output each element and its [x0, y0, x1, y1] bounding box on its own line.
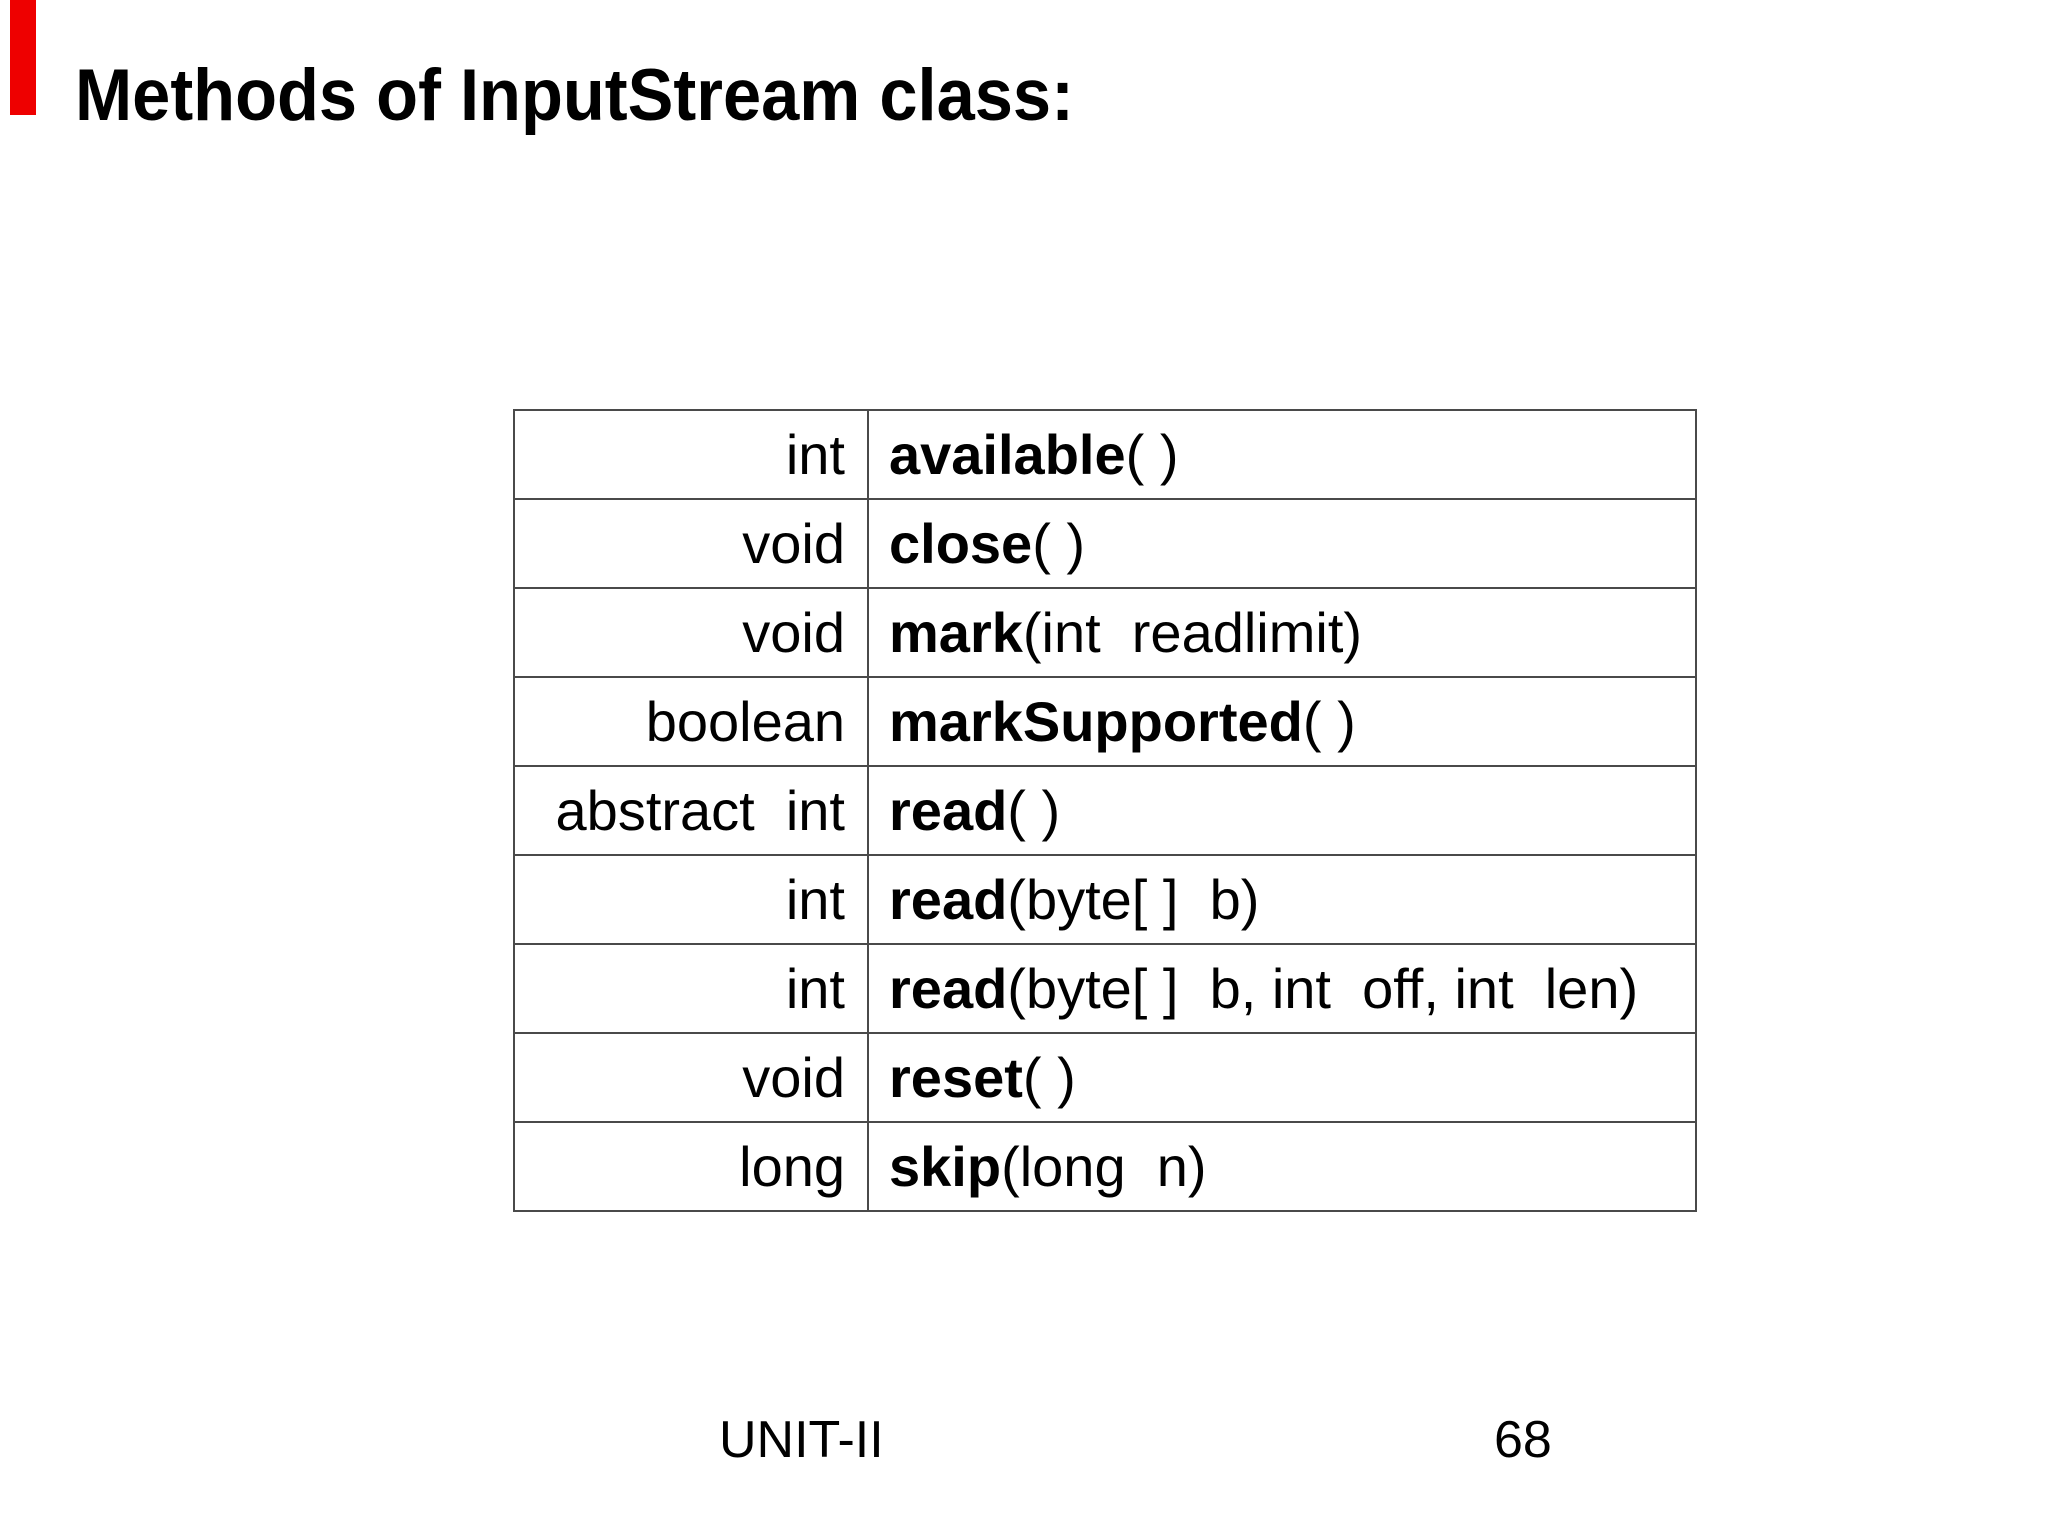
method-name: skip: [889, 1134, 1002, 1198]
method-params: (int readlimit): [1022, 600, 1363, 664]
return-type-cell: boolean: [513, 676, 869, 767]
method-name: reset: [889, 1045, 1023, 1109]
method-name: read: [889, 867, 1008, 931]
return-type-cell: int: [513, 943, 869, 1034]
footer-page-number: 68: [1494, 1411, 1552, 1469]
method-name: close: [889, 511, 1033, 575]
method-params: (long n): [1001, 1134, 1207, 1198]
method-params: (byte[ ] b): [1007, 867, 1260, 931]
return-type-cell: int: [513, 854, 869, 945]
method-params: (byte[ ] b, int off, int len): [1007, 956, 1639, 1020]
return-type-cell: int: [513, 409, 869, 500]
page-title: Methods of InputStream class:: [75, 55, 1074, 136]
method-signature-cell: read(byte[ ] b, int off, int len): [867, 943, 1697, 1034]
method-name: read: [889, 778, 1008, 842]
method-signature-cell: mark(int readlimit): [867, 587, 1697, 678]
method-params: ( ): [1007, 778, 1061, 842]
return-type-cell: void: [513, 1032, 869, 1123]
method-name: markSupported: [889, 689, 1303, 753]
red-accent-bar: [10, 0, 36, 115]
method-signature-cell: skip(long n): [867, 1121, 1697, 1212]
footer-unit-label: UNIT-II: [719, 1411, 884, 1469]
method-params: ( ): [1032, 511, 1086, 575]
method-signature-cell: close( ): [867, 498, 1697, 589]
return-type-cell: abstract int: [513, 765, 869, 856]
method-name: read: [889, 956, 1008, 1020]
method-signature-cell: available( ): [867, 409, 1697, 500]
method-name: mark: [889, 600, 1023, 664]
method-params: ( ): [1125, 422, 1179, 486]
return-type-cell: void: [513, 498, 869, 589]
method-signature-cell: read( ): [867, 765, 1697, 856]
method-signature-cell: markSupported( ): [867, 676, 1697, 767]
method-name: available: [889, 422, 1126, 486]
method-params: ( ): [1022, 1045, 1076, 1109]
method-signature-cell: read(byte[ ] b): [867, 854, 1697, 945]
method-signature-cell: reset( ): [867, 1032, 1697, 1123]
return-type-cell: long: [513, 1121, 869, 1212]
method-params: ( ): [1302, 689, 1356, 753]
return-type-cell: void: [513, 587, 869, 678]
